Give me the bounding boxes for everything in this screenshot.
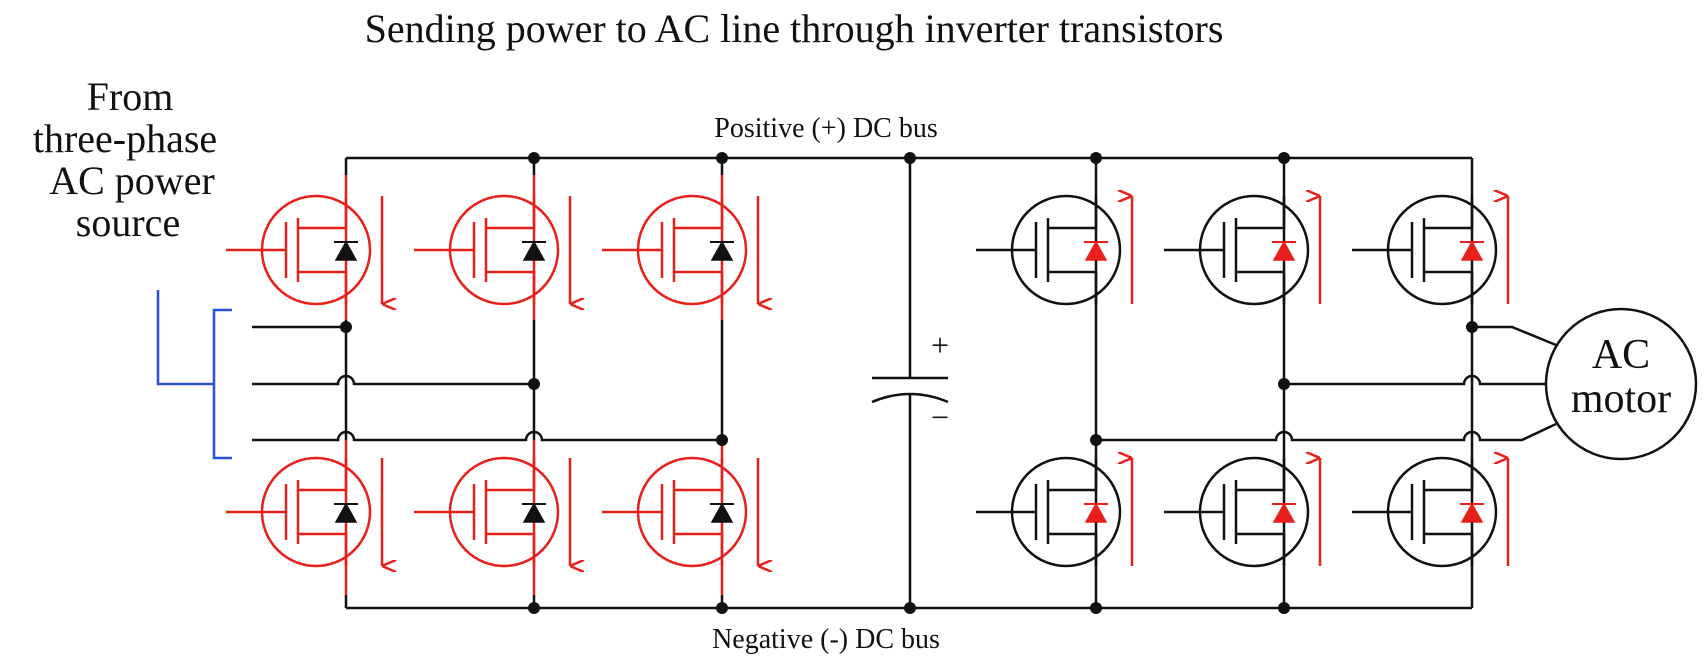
- source-lead: [1236, 532, 1286, 566]
- drain-lead: [1048, 196, 1098, 230]
- junction-dot: [716, 152, 728, 164]
- source-label-line-1: From: [87, 74, 174, 119]
- source-lead: [674, 270, 724, 304]
- junction-dot: [340, 321, 352, 333]
- junction-dot: [1278, 378, 1290, 390]
- rectifier-upper-transistor-1: [226, 194, 382, 304]
- junction-dot: [716, 602, 728, 614]
- junction-dot: [904, 602, 916, 614]
- rectifier-lower-transistor-2: [414, 456, 570, 566]
- ac-output-wires: [1096, 325, 1557, 442]
- source-label-line-3: AC power: [49, 158, 215, 203]
- drain-lead: [1424, 196, 1474, 230]
- drain-lead: [1424, 458, 1474, 492]
- source-lead: [1048, 532, 1098, 566]
- ac-motor: [1544, 307, 1698, 461]
- body-diode: [710, 502, 734, 523]
- positive-bus-label: Positive (+) DC bus: [714, 113, 937, 144]
- junction-dot: [716, 434, 728, 446]
- drain-lead: [1048, 458, 1098, 492]
- source-lead: [1236, 270, 1286, 304]
- body-diode: [1272, 502, 1296, 523]
- body-diode: [1084, 240, 1108, 261]
- source-lead: [298, 532, 348, 566]
- body-diode: [1084, 502, 1108, 523]
- transistor-array: [226, 194, 1510, 568]
- junction-dot: [1466, 321, 1478, 333]
- source-bracket: [156, 290, 232, 460]
- body-diode: [1460, 240, 1484, 261]
- drain-lead: [1236, 458, 1286, 492]
- rectifier-upper-transistor-3: [602, 194, 758, 304]
- body-diode: [710, 240, 734, 261]
- drain-lead: [298, 458, 348, 492]
- junction-dot: [1090, 434, 1102, 446]
- rectifier-upper-transistor-2: [414, 194, 570, 304]
- drain-lead: [298, 196, 348, 230]
- drain-lead: [1236, 196, 1286, 230]
- source-label: From three-phase AC power source: [33, 74, 217, 245]
- junction-dots: [340, 152, 1478, 614]
- body-diode: [522, 502, 546, 523]
- body-diode: [1272, 240, 1296, 261]
- inverter-upper-transistor-2: [1164, 196, 1322, 306]
- motor-label-line-1: AC: [1592, 332, 1650, 378]
- body-diode: [334, 240, 358, 261]
- junction-dot: [528, 602, 540, 614]
- rectifier-lower-transistor-3: [602, 456, 758, 566]
- junction-dot: [904, 152, 916, 164]
- source-lead: [1424, 532, 1474, 566]
- source-lead: [298, 270, 348, 304]
- body-diode: [522, 240, 546, 261]
- junction-dot: [528, 378, 540, 390]
- dc-bus-capacitor: [871, 158, 949, 608]
- source-label-line-4: source: [76, 200, 180, 245]
- drain-lead: [486, 196, 536, 230]
- source-lead: [1048, 270, 1098, 304]
- source-label-line-2: three-phase: [33, 116, 217, 161]
- diagram-title: Sending power to AC line through inverte…: [365, 6, 1224, 51]
- capacitor-plus-label: +: [931, 327, 949, 363]
- ac-input-wires: [252, 325, 722, 442]
- rectifier-lower-transistor-1: [226, 456, 382, 566]
- body-diode: [334, 502, 358, 523]
- source-lead: [486, 532, 536, 566]
- junction-dot: [1278, 152, 1290, 164]
- junction-dot: [1090, 602, 1102, 614]
- negative-bus-label: Negative (-) DC bus: [712, 624, 940, 655]
- source-lead: [674, 532, 724, 566]
- capacitor-minus-label: −: [931, 399, 949, 435]
- body-diode: [1460, 502, 1484, 523]
- source-lead: [1424, 270, 1474, 304]
- junction-dot: [1278, 602, 1290, 614]
- motor-label-line-2: motor: [1571, 376, 1671, 422]
- junction-dot: [528, 152, 540, 164]
- source-lead: [486, 270, 536, 304]
- inverter-lower-transistor-3: [1352, 458, 1510, 568]
- drain-lead: [674, 458, 724, 492]
- inverter-upper-transistor-3: [1352, 196, 1510, 306]
- inverter-upper-transistor-1: [976, 196, 1134, 306]
- inverter-lower-transistor-1: [976, 458, 1134, 568]
- inverter-lower-transistor-2: [1164, 458, 1322, 568]
- drain-lead: [486, 458, 536, 492]
- junction-dot: [1090, 152, 1102, 164]
- drain-lead: [674, 196, 724, 230]
